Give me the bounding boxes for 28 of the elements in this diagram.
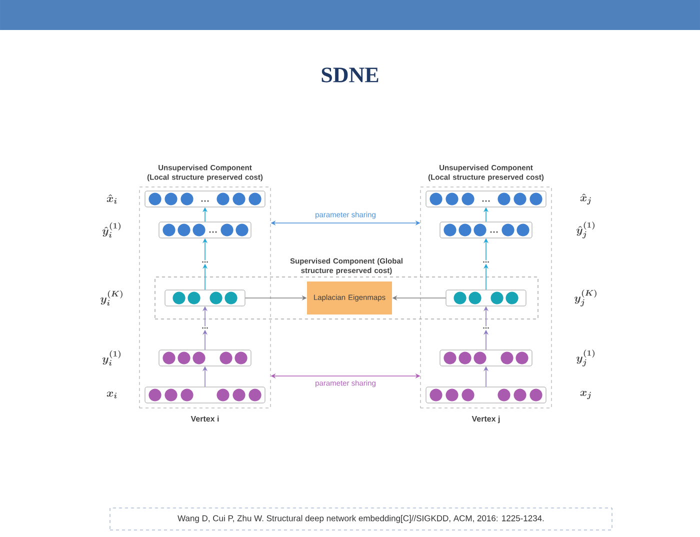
neuron-layer	[144, 386, 266, 404]
vertex-label: Vertex j	[472, 416, 500, 424]
layer-label: $y_j^{(1)}$	[576, 350, 595, 366]
layer-label: $y_i^{(K)}$	[100, 290, 122, 306]
layer-label: $y_j^{(K)}$	[574, 290, 596, 306]
layer-label: $x_i$	[106, 392, 117, 398]
neuron-layer	[446, 290, 526, 306]
neuron-layer	[158, 350, 252, 366]
neuron-layer	[426, 190, 546, 208]
title: SDNE	[322, 68, 378, 82]
neuron-layer	[158, 222, 252, 238]
ellipsis: ...	[202, 261, 208, 263]
neuron-layer	[426, 386, 546, 404]
neuron-layer	[440, 222, 532, 238]
ellipsis: ...	[202, 327, 208, 329]
layer-label: $x_j$	[580, 390, 591, 400]
neuron-layer	[440, 350, 532, 366]
layer-label: $\hat{x}_j$	[580, 194, 591, 204]
ellipsis: ...	[483, 261, 489, 263]
ellipsis: ...	[483, 327, 489, 329]
neuron-layer	[164, 290, 246, 306]
vertex-label: Vertex i	[190, 416, 219, 422]
citation-box: Wang D, Cui P, Zhu W. Structural deep network embedding[C]//SIGKDD, ACM, 2016: 1225-1234.	[110, 508, 612, 530]
layer-label: $\hat{y}_j^{(1)}$	[576, 222, 595, 238]
layer-label: $\hat{x}_i$	[106, 194, 117, 204]
layer-label: $\hat{y}_i^{(1)}$	[102, 222, 121, 238]
neuron-layer	[144, 190, 266, 208]
layer-label: $y_i^{(1)}$	[102, 350, 121, 366]
